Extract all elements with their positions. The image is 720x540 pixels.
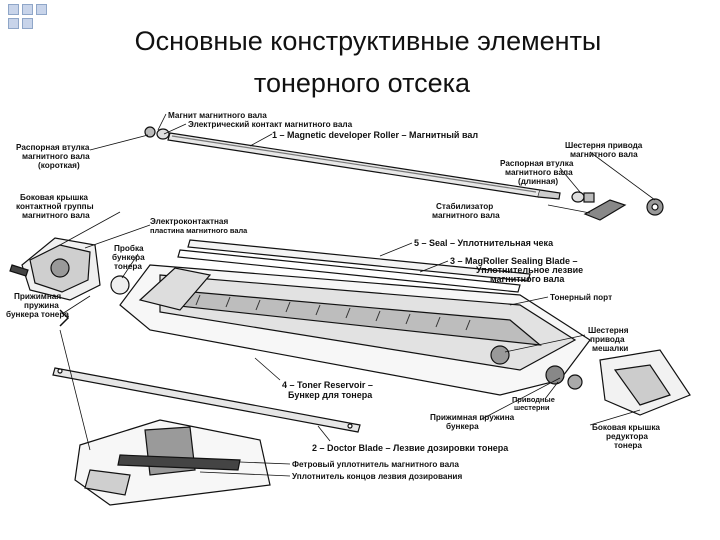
label-seal: 5 – Seal – Уплотнительная чека: [414, 238, 554, 248]
slide-title-line-1: Основные конструктивные элементы: [134, 26, 602, 56]
leader-lines: [59, 113, 656, 477]
long-spacer-shape: [571, 191, 595, 203]
label-toner-reservoir-2: Бункер для тонера: [288, 390, 373, 400]
label-electric-contact: Электрический контакт магнитного вала: [188, 120, 353, 129]
label-gearbox-cover-1: Боковая крышка: [592, 423, 660, 432]
label-developer-roller: 1 – Magnetic developer Roller – Магнитны…: [272, 130, 478, 140]
label-hopper-springs-2: бункера: [446, 421, 479, 431]
label-stirrer-gear-1: Шестерня: [588, 326, 629, 335]
label-toner-reservoir-1: 4 – Toner Reservoir –: [282, 380, 373, 390]
gearbox-cover-detail: [613, 364, 671, 406]
label-felt-seal: Фетровый уплотнитель магнитного вала: [292, 460, 459, 469]
doctor-blade-shape: [52, 367, 361, 433]
side-cover-shape: [9, 237, 101, 301]
label-drive-gears-1: Приводные: [512, 395, 555, 404]
label-spacer-long-2: магнитного вала: [505, 168, 573, 177]
label-toner-port: Тонерный порт: [550, 293, 612, 302]
label-stabilizer-2: магнитного вала: [432, 211, 500, 220]
label-side-cover-3: магнитного вала: [22, 211, 90, 220]
bottom-detail-inset: [74, 419, 271, 506]
roller-gear-shape: [646, 198, 664, 216]
slide-title-line-2: тонерного отсека: [253, 68, 471, 98]
label-spacer-long-3: (длинная): [518, 177, 558, 186]
label-sealing-blade-2: Уплотнительное лезвие: [476, 265, 583, 275]
doctor-blade-hole-left: [57, 368, 63, 374]
label-plug-3: тонера: [114, 262, 142, 271]
seal-shape: [187, 239, 531, 282]
label-gear-roller-2: магнитного вала: [570, 150, 638, 159]
label-sealing-blade-1: 3 – MagRoller Sealing Blade –: [450, 256, 578, 266]
label-stabilizer-1: Стабилизатор: [436, 201, 493, 211]
label-blade-end-seal: Уплотнитель концов лезвия дозирования: [292, 472, 462, 481]
label-doctor-blade: 2 – Doctor Blade – Лезвие дозировки тоне…: [312, 443, 509, 453]
label-drive-gears-2: шестерни: [514, 403, 550, 412]
label-side-cover-1: Боковая крышка: [20, 193, 88, 202]
label-stirrer-gear-2: привода: [590, 335, 625, 344]
label-gearbox-cover-2: редуктора: [606, 432, 648, 441]
label-stirrer-gear-3: мешалки: [592, 344, 628, 353]
label-gear-roller-1: Шестерня привода: [565, 141, 643, 150]
label-electrocontact-2: пластина магнитного вала: [150, 226, 248, 235]
doctor-blade-hole-right: [347, 423, 353, 429]
toner-reservoir-shape: [119, 264, 591, 396]
label-electrocontact-1: Электроконтактная: [150, 217, 228, 226]
label-spacer-short-3: (короткая): [38, 161, 80, 170]
slide-corner-decoration: [0, 0, 60, 40]
label-magnet: Магнит магнитного вала: [168, 111, 267, 120]
label-spacer-long-1: Распорная втулка: [500, 159, 574, 168]
sealing-blade-shape: [177, 249, 521, 293]
clamp-spring-shape: [59, 309, 70, 327]
label-sealing-blade-3: магнитного вала: [490, 274, 565, 284]
label-spacer-short-1: Распорная втулка: [16, 143, 90, 152]
label-hopper-springs-1: Прижимная пружина: [430, 413, 515, 422]
label-clamp-spring-2: пружина: [24, 301, 59, 310]
stabilizer-shape: [583, 199, 627, 221]
developer-roller-shape: [144, 126, 561, 200]
label-spacer-short-2: магнитного вала: [22, 152, 90, 161]
drive-gears-shape: [490, 345, 583, 390]
label-plug-1: Пробка: [114, 243, 144, 253]
label-plug-2: бункера: [112, 252, 145, 262]
label-clamp-spring-1: Прижимная: [14, 292, 61, 301]
plug-shape: [110, 275, 130, 295]
label-clamp-spring-3: бункера тонера: [6, 309, 69, 319]
label-side-cover-2: контактной группы: [16, 202, 94, 211]
label-gearbox-cover-3: тонера: [614, 441, 642, 450]
